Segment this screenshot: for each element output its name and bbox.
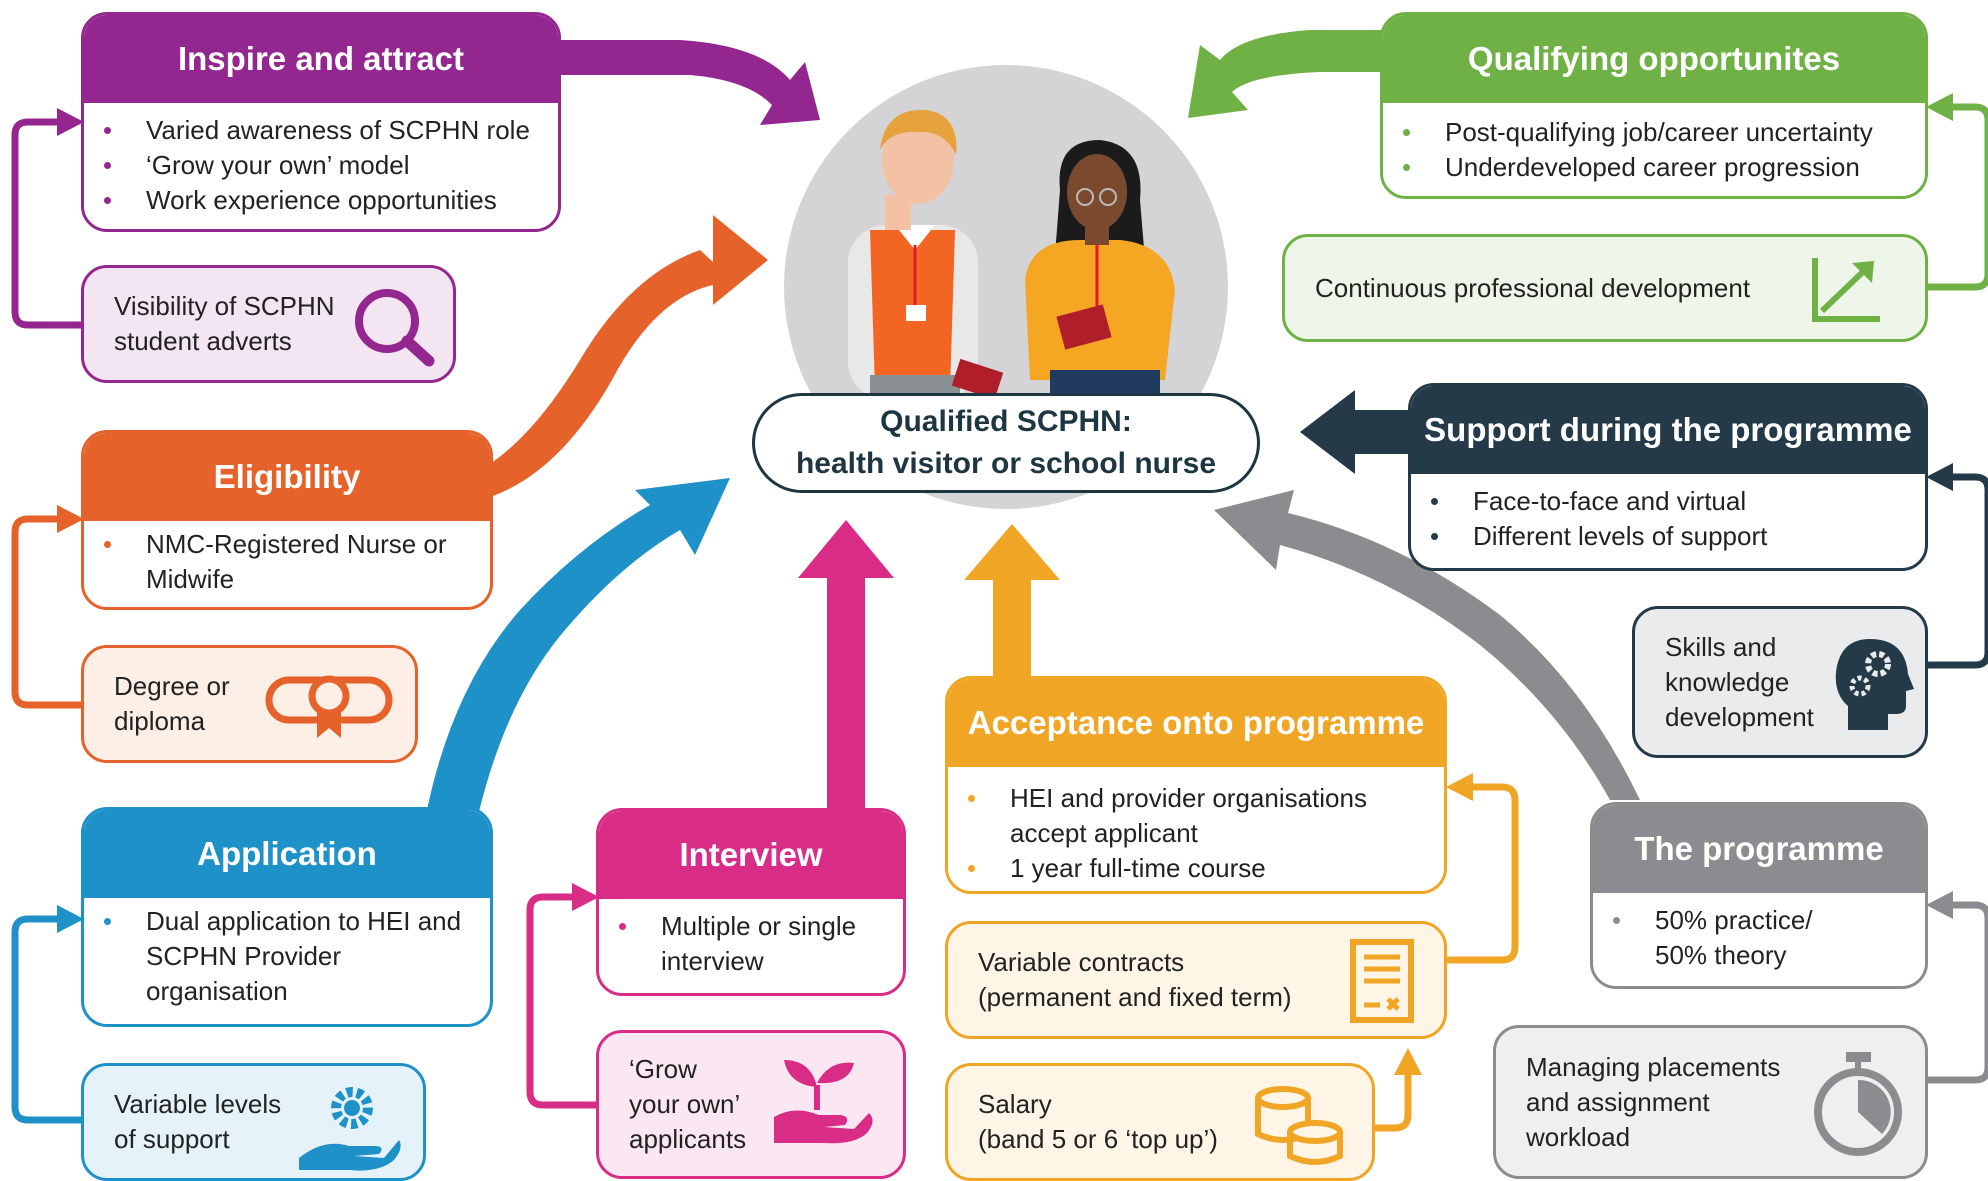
acceptance-title: Acceptance onto programme [948, 679, 1444, 767]
acceptance-card: Acceptance onto programme HEI and provid… [945, 676, 1447, 894]
inspire-bullets: Varied awareness of SCPHN role ‘Grow you… [84, 103, 558, 218]
support-title: Support during the programme [1411, 386, 1925, 474]
programme-sub-card: Managing placements and assignment workl… [1493, 1025, 1928, 1179]
eligibility-bullets: NMC-Registered Nurse or Midwife [84, 521, 490, 597]
head-gears-icon [1835, 639, 1914, 730]
acceptance-connector [1446, 783, 1519, 964]
eligibility-bullet: NMC-Registered Nurse or Midwife [84, 527, 470, 597]
eligibility-title: Eligibility [84, 433, 490, 521]
eligibility-sub-card: Degree or diploma [81, 645, 418, 763]
acceptance-arrow [964, 524, 1060, 678]
salary-sub-text: Salary (band 5 or 6 ‘top up’) [978, 1089, 1218, 1154]
programme-title: The programme [1593, 805, 1925, 893]
qualifying-title: Qualifying opportunites [1383, 15, 1925, 103]
programme-connector [1925, 901, 1988, 1084]
growth-chart-icon [1812, 258, 1880, 322]
inspire-bullet: Work experience opportunities [84, 183, 558, 218]
qualifying-card: Qualifying opportunites Post-qualifying … [1380, 12, 1928, 199]
acceptance-bullet: HEI and provider organisations accept ap… [948, 781, 1424, 851]
eligibility-arrow [470, 215, 768, 500]
eligibility-sub-text: Degree or diploma [114, 671, 230, 736]
application-sub-text: Variable levels of support [114, 1089, 282, 1154]
inspire-sub-card: Visibility of SCPHN student adverts [81, 265, 456, 383]
coins-icon [1255, 1086, 1343, 1165]
interview-title: Interview [599, 811, 903, 899]
gear-hand-icon [299, 1087, 401, 1171]
inspire-bullet: ‘Grow your own’ model [84, 148, 558, 183]
contracts-sub-card: Variable contracts (permanent and fixed … [945, 921, 1447, 1039]
programme-card: The programme 50% practice/ 50% theory [1590, 802, 1928, 989]
interview-bullets: Multiple or single interview [599, 899, 903, 979]
center-title: Qualified SCPHN: [880, 405, 1132, 438]
programme-arrow [1214, 490, 1640, 800]
application-sub-card: Variable levels of support [81, 1063, 426, 1181]
application-connector [11, 915, 84, 1124]
qualifying-bullet: Underdeveloped career progression [1383, 150, 1925, 185]
salary-sub-card: Salary (band 5 or 6 ‘top up’) [945, 1063, 1375, 1181]
acceptance-bullets: HEI and provider organisations accept ap… [948, 767, 1444, 886]
application-bullet: Dual application to HEI and SCPHN Provid… [84, 904, 470, 1009]
center-subtitle: health visitor or school nurse [795, 447, 1217, 480]
interview-bullet: Multiple or single interview [599, 909, 883, 979]
inspire-sub-text: Visibility of SCPHN student adverts [114, 291, 335, 356]
inspire-arrow [560, 40, 820, 125]
eligibility-connector [11, 515, 84, 709]
support-sub-text: Skills and knowledge development [1665, 631, 1814, 732]
qualifying-bullet: Post-qualifying job/career uncertainty [1383, 115, 1925, 150]
inspire-bullet: Varied awareness of SCPHN role [84, 113, 558, 148]
interview-arrow [798, 520, 894, 812]
eligibility-card: Eligibility NMC-Registered Nurse or Midw… [81, 430, 493, 610]
support-bullet: Different levels of support [1411, 519, 1925, 554]
interview-connector [526, 893, 600, 1109]
programme-sub-text: Managing placements and assignment workl… [1526, 1051, 1781, 1152]
seedling-hand-icon [774, 1060, 873, 1144]
application-card: Application Dual application to HEI and … [81, 807, 493, 1027]
support-card: Support during the programme Face-to-fac… [1408, 383, 1928, 571]
interview-sub-text: ‘Grow your own’ applicants [629, 1054, 747, 1154]
programme-bullets: 50% practice/ 50% theory [1593, 893, 1925, 973]
application-title: Application [84, 810, 490, 898]
support-bullets: Face-to-face and virtual Different level… [1411, 474, 1925, 554]
application-bullets: Dual application to HEI and SCPHN Provid… [84, 898, 490, 1009]
inspire-title: Inspire and attract [84, 15, 558, 103]
magnifier-icon [355, 289, 435, 367]
qualifying-arrow [1188, 30, 1385, 118]
qualifying-connector [1925, 103, 1988, 291]
acceptance-bullet: 1 year full-time course [948, 851, 1424, 886]
programme-bullet: 50% practice/ 50% theory [1593, 903, 1855, 973]
center-label: Qualified SCPHN: health visitor or schoo… [752, 393, 1260, 493]
diploma-scroll-icon [265, 675, 393, 738]
support-sub-card: Skills and knowledge development [1632, 606, 1928, 758]
application-arrow [425, 478, 730, 820]
support-bullet: Face-to-face and virtual [1411, 484, 1925, 519]
support-connector [1925, 473, 1988, 669]
stopwatch-icon [1814, 1052, 1902, 1156]
support-arrow [1300, 390, 1410, 474]
qualifying-sub-text: Continuous professional development [1315, 272, 1751, 303]
inspire-card: Inspire and attract Varied awareness of … [81, 12, 561, 232]
qualifying-sub-card: Continuous professional development [1282, 234, 1928, 342]
salary-connector [1374, 1075, 1412, 1132]
interview-sub-card: ‘Grow your own’ applicants [596, 1030, 906, 1179]
qualifying-bullets: Post-qualifying job/career uncertainty U… [1383, 103, 1925, 185]
inspire-connector [11, 118, 84, 329]
contract-document-icon [1350, 939, 1414, 1023]
contracts-sub-text: Variable contracts (permanent and fixed … [978, 947, 1292, 1012]
interview-card: Interview Multiple or single interview [596, 808, 906, 996]
